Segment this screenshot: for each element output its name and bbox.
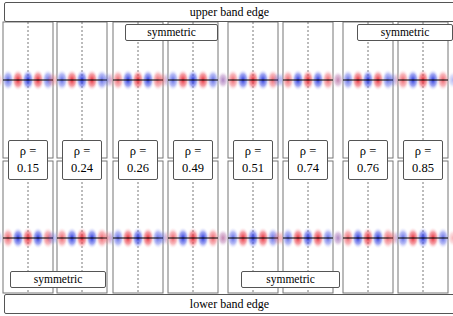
parameter-value: ρ = 0.76	[353, 143, 383, 177]
lower-panel	[343, 161, 393, 293]
lower-panel	[398, 161, 448, 293]
waveguide-line	[283, 237, 333, 238]
parameter-box: ρ = 0.85	[403, 140, 443, 180]
parameter-box: ρ = 0.49	[173, 140, 213, 180]
waveguide-line	[113, 237, 163, 238]
waveguide-line	[168, 79, 218, 80]
box-label: upper band edge	[5, 3, 453, 21]
symmetry-label-box: symmetric	[125, 24, 218, 41]
parameter-box: ρ = 0.74	[288, 140, 328, 180]
parameter-value: ρ = 0.49	[178, 143, 208, 177]
band-edge-box: lower band edge	[4, 294, 453, 314]
waveguide-line	[343, 237, 393, 238]
waveguide-line	[283, 79, 333, 80]
waveguide-line	[228, 237, 278, 238]
box-label: symmetric	[242, 272, 339, 286]
parameter-box: ρ = 0.76	[348, 140, 388, 180]
waveguide-line	[57, 237, 107, 238]
waveguide-line	[228, 79, 278, 80]
symmetry-label-box: symmetric	[241, 271, 340, 288]
parameter-value: ρ = 0.15	[13, 143, 43, 177]
waveguide-line	[398, 79, 448, 80]
parameter-box: ρ = 0.15	[8, 140, 48, 180]
parameter-box: ρ = 0.24	[62, 140, 102, 180]
box-label: symmetric	[358, 25, 452, 39]
waveguide-line	[3, 237, 53, 238]
parameter-value: ρ = 0.26	[123, 143, 153, 177]
parameter-box: ρ = 0.26	[118, 140, 158, 180]
waveguide-line	[57, 79, 107, 80]
parameter-value: ρ = 0.74	[293, 143, 323, 177]
band-edge-box: upper band edge	[4, 2, 453, 22]
waveguide-line	[168, 237, 218, 238]
parameter-value: ρ = 0.24	[67, 143, 97, 177]
waveguide-line	[113, 79, 163, 80]
symmetry-label-box: symmetric	[10, 271, 106, 288]
waveguide-line	[398, 237, 448, 238]
box-label: symmetric	[126, 25, 217, 39]
lower-panel	[168, 161, 218, 293]
parameter-value: ρ = 0.51	[238, 143, 268, 177]
box-label: symmetric	[11, 272, 105, 286]
parameter-value: ρ = 0.85	[408, 143, 438, 177]
box-label: lower band edge	[5, 295, 453, 313]
waveguide-line	[343, 79, 393, 80]
parameter-box: ρ = 0.51	[233, 140, 273, 180]
symmetry-label-box: symmetric	[357, 24, 453, 41]
lower-panel	[113, 161, 163, 293]
waveguide-line	[3, 79, 53, 80]
